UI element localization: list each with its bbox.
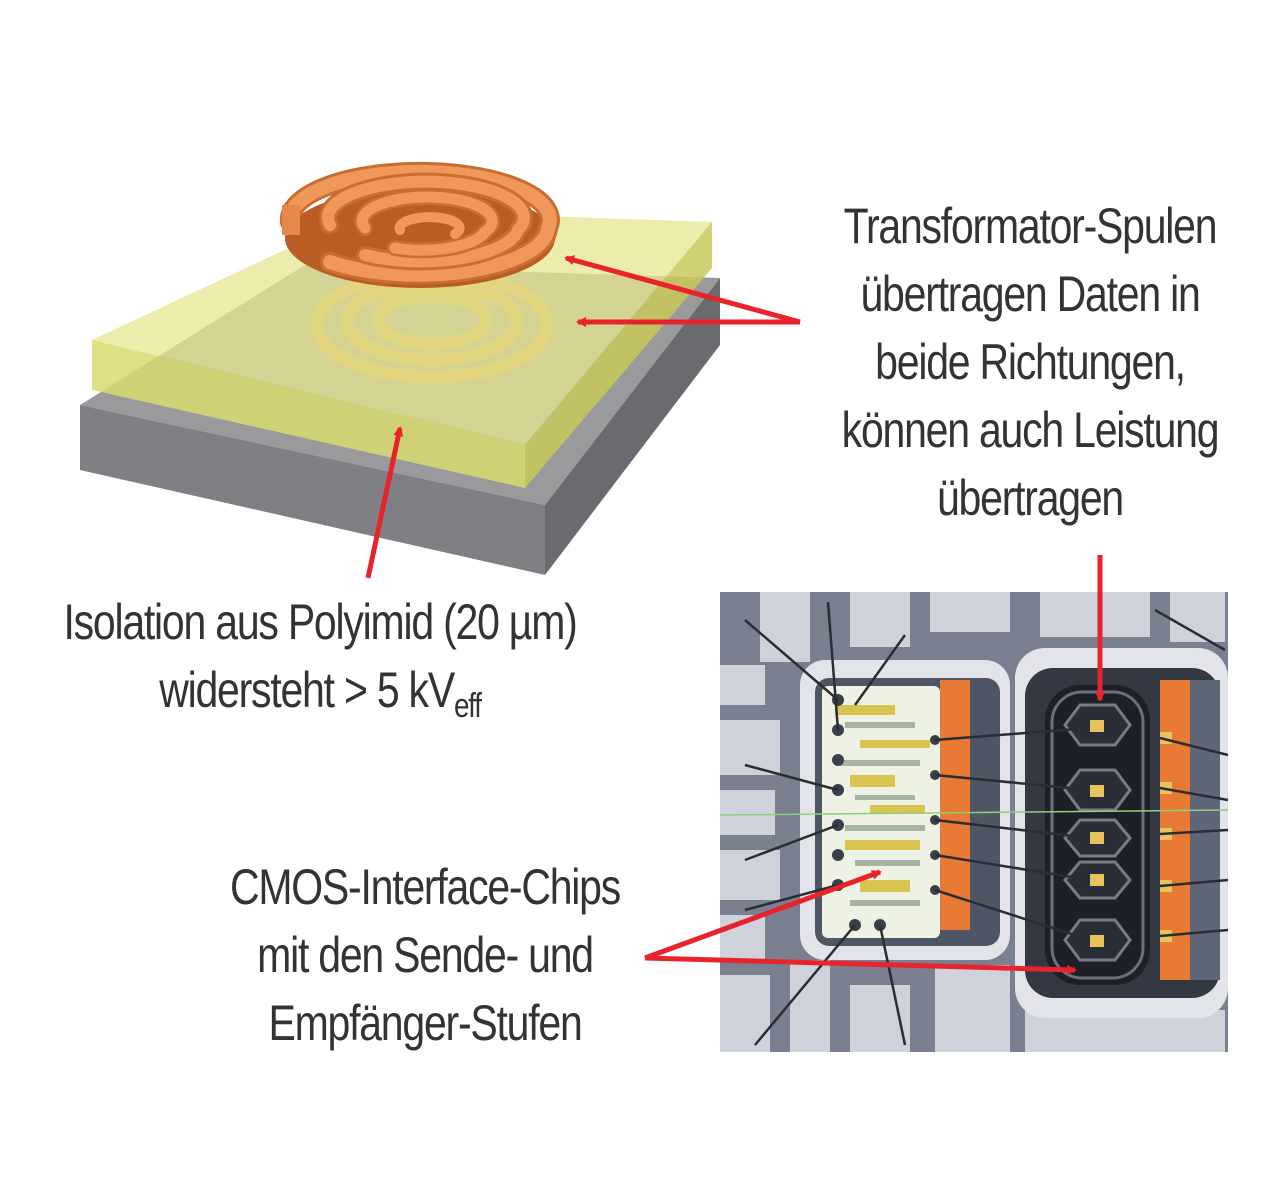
arrow-to-upper-coil: [564, 255, 801, 325]
transformer-coils-label: Transformator-Spulen übertragen Daten in…: [809, 192, 1252, 532]
transformer-3d-illustration: [80, 161, 720, 575]
isolation-label-line-1: Isolation aus Polyimid (20 µm): [63, 594, 577, 650]
isolation-label-line-2: widersteht > 5 kVeff: [25, 656, 615, 740]
upper-coil: [279, 161, 560, 288]
left-cmos-die: [815, 678, 1000, 946]
transformer-label-line-3: beide Richtungen,: [875, 334, 1186, 390]
isolation-label: Isolation aus Polyimid (20 µm) widersteh…: [25, 588, 615, 740]
arrow-to-cmos-die: [644, 869, 882, 961]
chip-photo: [719, 592, 1229, 1052]
cmos-chips-label: CMOS-Interface-Chips mit den Sende- und …: [200, 853, 651, 1057]
arrow-to-polyimide: [365, 426, 404, 579]
transformer-label-line-5: übertragen: [936, 470, 1124, 526]
polyimide-layer: [92, 210, 712, 488]
transformer-label-line-2: übertragen Daten in: [860, 266, 1200, 322]
isolation-label-subscript: eff: [453, 687, 482, 725]
cmos-label-line-3: Empfänger-Stufen: [268, 995, 582, 1051]
cmos-label-line-1: CMOS-Interface-Chips: [229, 859, 621, 915]
isolation-label-main: widersteht > 5 kV: [159, 662, 455, 718]
right-transformer-die: [1025, 668, 1220, 998]
annotation-arrows: [365, 255, 1105, 975]
bond-wires: [744, 601, 1229, 1046]
arrow-to-right-die-bottom: [644, 955, 1077, 975]
transformer-label-line-1: Transformator-Spulen: [843, 198, 1218, 254]
cmos-label-line-2: mit den Sende- und: [257, 927, 594, 983]
transformer-label-line-4: können auch Leistung: [841, 402, 1220, 458]
photo-scan-line: [719, 809, 1229, 816]
